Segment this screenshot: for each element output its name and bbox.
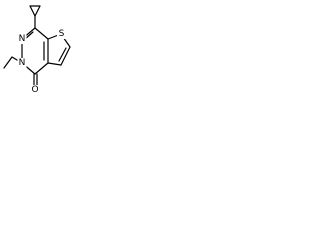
bond-cyclopropyl-b	[29, 5, 36, 17]
bond-c2-c3	[60, 46, 71, 66]
nitrogen-top-atom-label: N	[19, 34, 26, 44]
nitrogen-bottom-atom-label: N	[19, 58, 26, 68]
bond-c2-c3-double	[58, 47, 67, 62]
sulfur-atom-label: S	[59, 29, 65, 39]
bond-c4-c3a	[34, 62, 49, 75]
bond-c3-c3a	[47, 62, 62, 66]
bond-cyclopropyl-c	[34, 5, 41, 17]
bond-c7a-c7	[34, 27, 49, 40]
molecule-structure: S N N O	[3, 5, 71, 96]
nitrogen-top-label-bg	[17, 34, 27, 44]
nitrogen-bottom-label-bg	[17, 58, 27, 68]
oxygen-atom-label: O	[31, 85, 38, 95]
bond-ethyl-ch2-ch3	[3, 56, 13, 69]
sulfur-label-bg	[57, 29, 66, 39]
oxygen-label-bg	[30, 85, 40, 96]
